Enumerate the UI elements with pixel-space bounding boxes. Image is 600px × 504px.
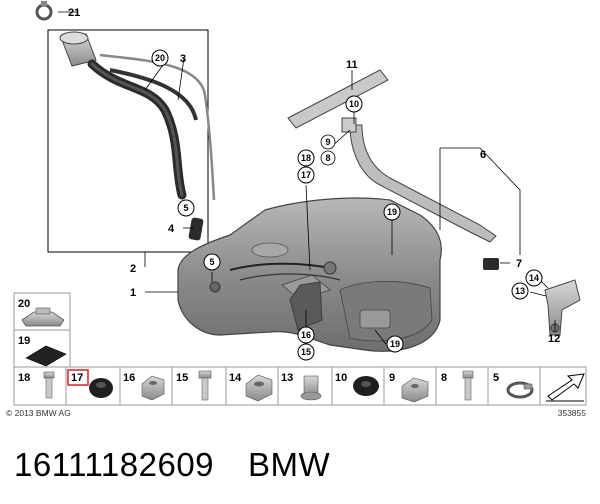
strip-label-16: 16 bbox=[123, 372, 135, 384]
bolt-18-icon bbox=[43, 371, 55, 399]
svg-text:18: 18 bbox=[301, 153, 311, 163]
callout-3: 3 bbox=[180, 53, 186, 65]
part-brand: BMW bbox=[248, 446, 331, 483]
callout-5-upper: 5 bbox=[177, 199, 195, 217]
svg-text:15: 15 bbox=[301, 347, 311, 357]
svg-text:8: 8 bbox=[325, 153, 330, 163]
svg-text:5: 5 bbox=[209, 257, 214, 267]
callout-14: 14 bbox=[525, 269, 543, 287]
bracket-11-shape bbox=[287, 69, 389, 129]
callout-18: 18 bbox=[297, 149, 315, 167]
callout-7: 7 bbox=[516, 258, 522, 270]
callout-19-upper: 19 bbox=[383, 203, 401, 221]
screw-15-icon bbox=[198, 370, 212, 401]
callout-9: 9 bbox=[320, 134, 336, 150]
strap-6-shape bbox=[349, 124, 497, 243]
callout-21: 21 bbox=[68, 7, 80, 19]
callout-10: 10 bbox=[345, 95, 363, 113]
hose-4-shape bbox=[188, 217, 204, 241]
filler-hose-highlight bbox=[90, 62, 184, 197]
callout-12: 12 bbox=[548, 333, 560, 345]
strip-label-13: 13 bbox=[281, 372, 293, 384]
callout-5-lower: 5 bbox=[203, 253, 221, 271]
clamp-21-shape bbox=[35, 1, 53, 21]
strip-label-9: 9 bbox=[389, 372, 395, 384]
svg-text:9: 9 bbox=[325, 137, 330, 147]
callout-15: 15 bbox=[297, 343, 315, 361]
strip-label-8: 8 bbox=[441, 372, 447, 384]
side-label-20: 20 bbox=[18, 298, 30, 310]
callout-8: 8 bbox=[320, 150, 336, 166]
side-panel: 20 19 bbox=[13, 292, 71, 368]
spacer-13-icon bbox=[300, 375, 322, 401]
filler-cap-shape bbox=[59, 31, 89, 45]
side-label-19: 19 bbox=[18, 335, 30, 347]
tank-straps bbox=[287, 69, 581, 336]
filler-pipe-assembly bbox=[35, 1, 216, 253]
strip-highlight-17 bbox=[67, 369, 89, 386]
strip-label-17: 17 bbox=[71, 372, 83, 384]
strip-label-15: 15 bbox=[176, 372, 188, 384]
strip-label-10: 10 bbox=[335, 372, 347, 384]
filler-hose-shape bbox=[87, 59, 187, 200]
grommet-10-icon bbox=[353, 376, 379, 396]
vent-hose-shape bbox=[109, 68, 198, 121]
strip-label-14: 14 bbox=[229, 372, 242, 384]
svg-text:14: 14 bbox=[529, 273, 539, 283]
diagram-number: 353855 bbox=[558, 408, 587, 418]
svg-text:10: 10 bbox=[349, 99, 359, 109]
nut-14-icon bbox=[245, 374, 273, 402]
callout-17: 17 bbox=[297, 166, 315, 184]
callout-20: 20 bbox=[151, 49, 169, 67]
next-page-arrow-icon[interactable] bbox=[546, 373, 585, 402]
strip-label-18: 18 bbox=[18, 372, 30, 384]
svg-text:16: 16 bbox=[301, 330, 311, 340]
svg-text:13: 13 bbox=[515, 286, 525, 296]
callout-2: 2 bbox=[130, 263, 136, 275]
callout-11: 11 bbox=[346, 59, 358, 71]
hose-clamp-5-icon bbox=[506, 381, 534, 399]
part-title: 16111182609 BMW bbox=[14, 440, 330, 490]
leader-lines bbox=[58, 11, 556, 345]
circled-callouts: 20 10 18 17 19 5 5 14 13 16 15 19 bbox=[151, 49, 543, 361]
nut-16-icon bbox=[141, 375, 165, 401]
callout-16: 16 bbox=[297, 326, 315, 344]
callout-19-lower: 19 bbox=[386, 335, 404, 353]
nut-9-icon bbox=[401, 377, 429, 403]
parts-strip: 18 17 16 15 14 13 bbox=[13, 366, 587, 406]
callout-1: 1 bbox=[130, 287, 136, 299]
svg-text:19: 19 bbox=[387, 207, 397, 217]
parts-diagram: 21 3 11 6 9 8 4 2 1 7 12 20 10 18 17 19 … bbox=[6, 1, 587, 418]
clip-20-shape bbox=[21, 307, 65, 327]
pad-19-shape bbox=[25, 345, 67, 367]
svg-text:17: 17 bbox=[301, 170, 311, 180]
svg-text:5: 5 bbox=[183, 203, 188, 213]
bracket-12-shape bbox=[544, 279, 581, 336]
svg-text:20: 20 bbox=[155, 53, 165, 63]
callout-6: 6 bbox=[480, 149, 486, 161]
vent-line-shape bbox=[99, 53, 216, 201]
strap-bolt-shape bbox=[341, 117, 357, 133]
callout-13: 13 bbox=[511, 282, 529, 300]
strip-label-5: 5 bbox=[493, 372, 499, 384]
filler-pipe-bracket-box bbox=[47, 29, 209, 253]
svg-text:19: 19 bbox=[390, 339, 400, 349]
fuel-tank-shape bbox=[177, 197, 442, 352]
plain-callouts: 21 3 11 6 9 8 4 2 1 7 12 bbox=[68, 7, 560, 345]
grommet-17-icon bbox=[89, 378, 113, 398]
callout-4: 4 bbox=[168, 223, 175, 235]
copyright-text: © 2013 BMW AG bbox=[6, 408, 71, 418]
part-number: 16111182609 bbox=[14, 446, 215, 483]
bolt-8-icon bbox=[462, 370, 474, 401]
bracket-7-shape bbox=[483, 258, 499, 270]
